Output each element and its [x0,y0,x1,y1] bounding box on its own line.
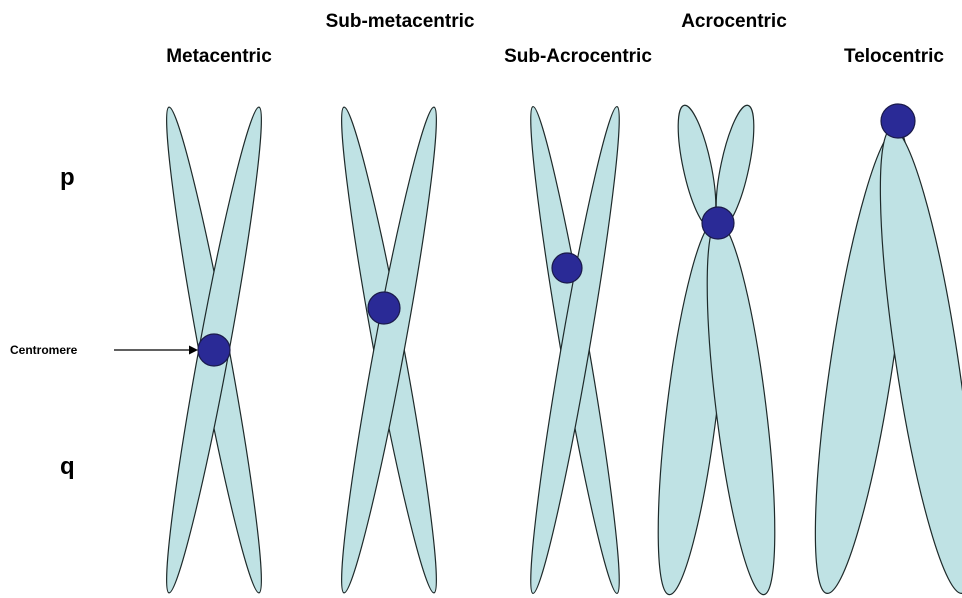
centromere [702,207,734,239]
type-title-sub-acrocentric: Sub-Acrocentric [504,46,652,67]
centromere [368,292,400,324]
chromosome-telocentric [796,104,962,598]
centromere [552,253,582,283]
arrowhead [189,346,198,355]
centromere [881,104,915,138]
chromosome-sub-acrocentric [519,104,631,596]
chromosome-sub-metacentric [329,104,449,595]
type-title-telocentric: Telocentric [844,46,944,67]
p-arm-label: p [60,164,75,191]
type-title-sub-metacentric: Sub-metacentric [326,11,475,32]
q-arm-label: q [60,453,75,480]
centromere-label: Centromere [10,343,78,357]
type-title-metacentric: Metacentric [166,46,272,67]
chromosome-acrocentric [644,102,788,597]
type-title-acrocentric: Acrocentric [681,11,787,32]
centromere [198,334,230,366]
